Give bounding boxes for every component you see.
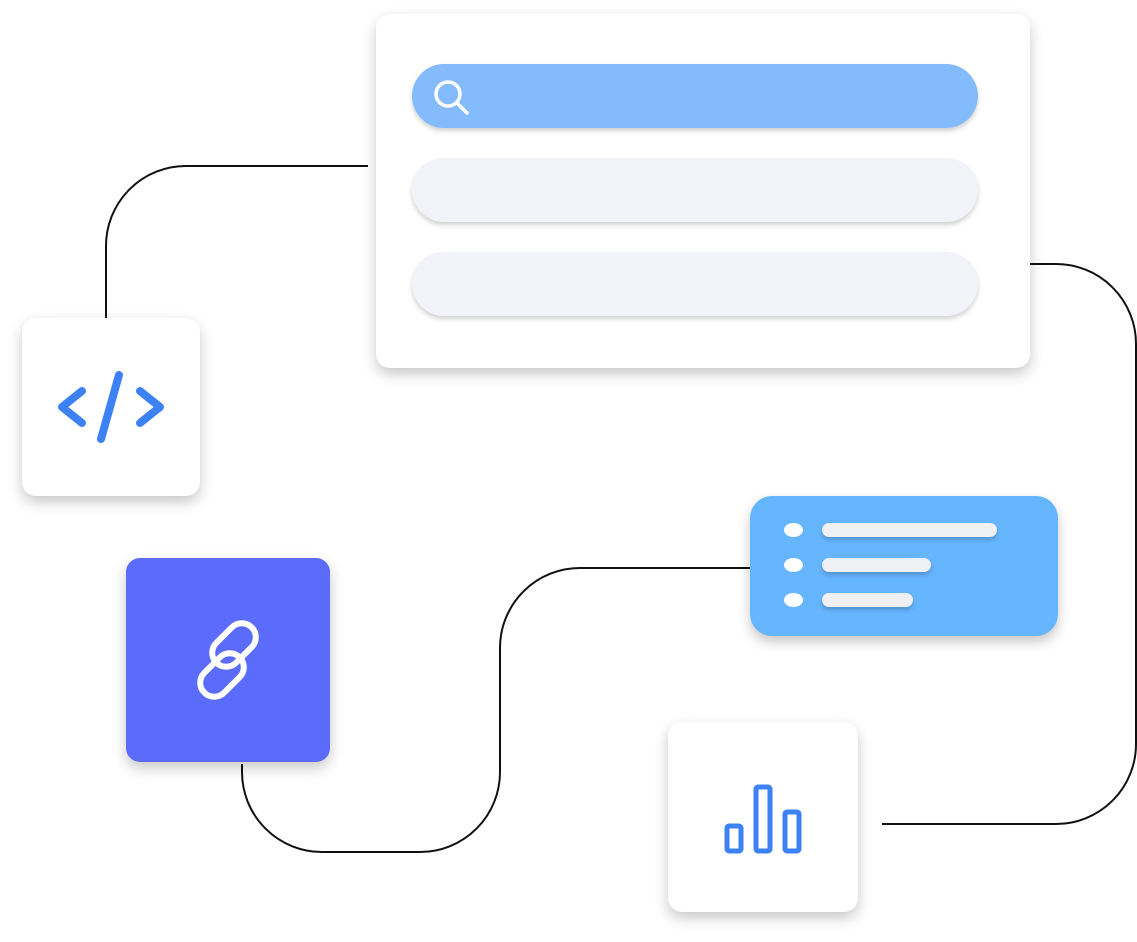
bar-chart-icon — [724, 784, 802, 854]
result-field[interactable] — [412, 158, 978, 222]
search-panel — [376, 14, 1030, 368]
list-line — [822, 558, 931, 572]
code-tile[interactable] — [22, 318, 200, 496]
search-bar[interactable] — [412, 64, 978, 128]
chart-tile[interactable] — [668, 722, 858, 912]
connector-link-to-list — [241, 567, 752, 853]
list-bullet — [784, 523, 803, 537]
list-card[interactable] — [750, 496, 1058, 636]
list-line — [822, 593, 913, 607]
connector-code-to-search — [105, 165, 368, 320]
search-icon — [434, 80, 469, 115]
link-icon — [197, 620, 259, 700]
list-line — [822, 523, 997, 537]
list-bullet — [784, 558, 803, 572]
link-tile[interactable] — [126, 558, 330, 762]
code-icon — [58, 371, 164, 443]
list-bullet — [784, 593, 803, 607]
connector-search-to-chart — [882, 263, 1137, 825]
result-field[interactable] — [412, 252, 978, 316]
